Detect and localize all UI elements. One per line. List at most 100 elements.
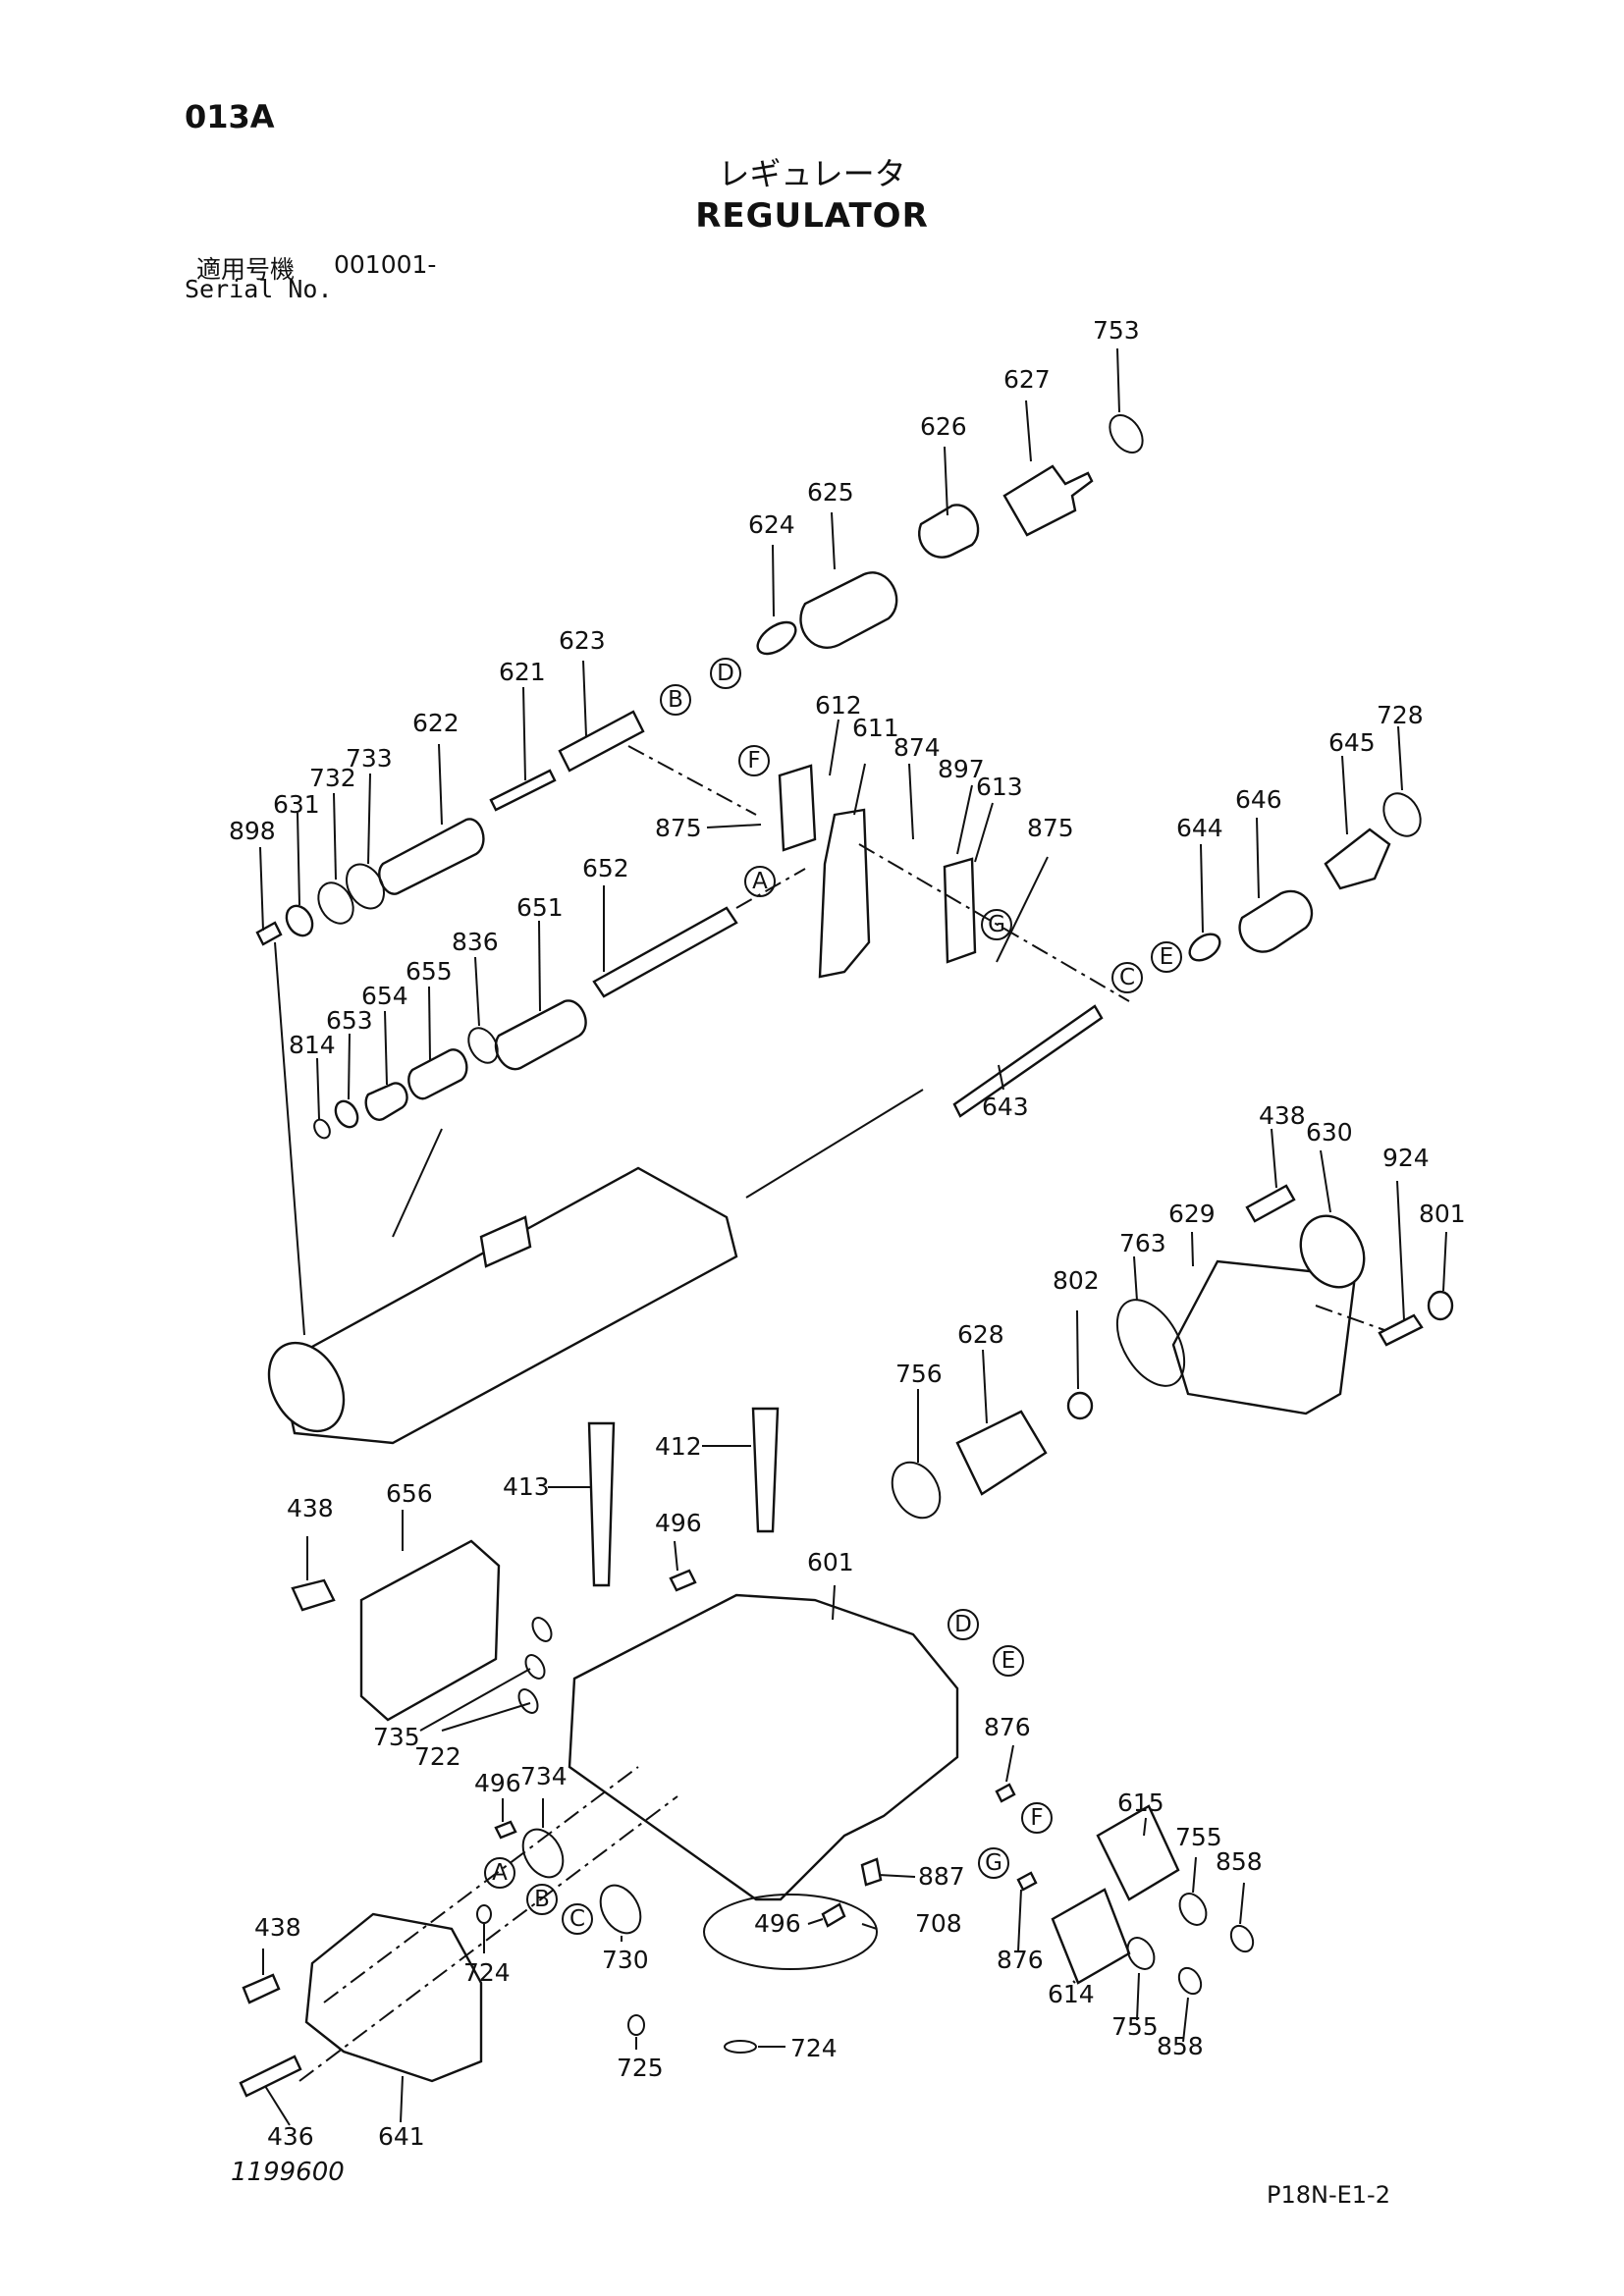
ref-letter-d-lower: D	[954, 1612, 972, 1637]
assembly-lines	[274, 745, 1385, 2082]
callout-438-top: 438	[1259, 1101, 1306, 1130]
callout-730: 730	[602, 1946, 649, 1974]
ref-letter-b-lower: B	[534, 1887, 550, 1912]
serial-label-english: Serial No.	[185, 275, 333, 303]
part-438-bolt-bottom	[242, 1973, 281, 2004]
part-858-ring-upper	[1229, 1924, 1255, 1953]
part-732-oring	[317, 881, 354, 925]
callout-644: 644	[1176, 814, 1223, 842]
page-code: 013A	[185, 98, 275, 135]
assembled-regulator-internals	[278, 1166, 738, 1445]
callout-876-lower: 876	[997, 1946, 1044, 1974]
ref-letter-g-lower: G	[985, 1850, 1002, 1876]
callout-621: 621	[499, 658, 546, 686]
part-613-plate	[943, 857, 977, 964]
callout-735: 735	[373, 1723, 420, 1751]
part-733-oring	[346, 863, 385, 910]
callout-611: 611	[852, 714, 899, 742]
callout-628: 628	[957, 1320, 1004, 1349]
callout-753: 753	[1093, 316, 1140, 345]
page-reference: P18N-E1-2	[1267, 2181, 1390, 2209]
callout-626: 626	[920, 412, 967, 441]
callout-655: 655	[406, 957, 453, 986]
part-622-sleeve	[378, 818, 485, 895]
callout-725: 725	[617, 2054, 664, 2082]
part-802-nut	[1066, 1391, 1094, 1420]
callout-724-left: 724	[463, 1958, 511, 1987]
title-english: REGULATOR	[695, 196, 929, 236]
ref-letter-a-upper: A	[752, 869, 768, 894]
assembled-sleeve-end	[267, 1341, 346, 1433]
callout-412: 412	[655, 1432, 702, 1461]
part-654-spring	[364, 1082, 408, 1121]
callout-438-left: 438	[287, 1494, 334, 1522]
part-496-plug-top	[669, 1569, 697, 1592]
callout-436: 436	[267, 2122, 314, 2151]
callout-763: 763	[1119, 1229, 1166, 1257]
callout-625: 625	[807, 478, 854, 507]
part-730-oring	[599, 1884, 642, 1935]
part-628-plug	[955, 1410, 1048, 1496]
part-644-seat	[1188, 933, 1221, 962]
callout-756: 756	[895, 1360, 943, 1388]
part-627-plug	[1002, 464, 1094, 537]
callout-801: 801	[1419, 1200, 1466, 1228]
part-612-plate	[778, 764, 817, 852]
callout-755-upper: 755	[1175, 1823, 1222, 1851]
callout-724-bottom: 724	[790, 2034, 838, 2062]
part-876-pin-upper	[995, 1783, 1016, 1803]
callout-643: 643	[982, 1093, 1029, 1121]
callout-496-left: 496	[474, 1769, 521, 1797]
part-876-pin-lower	[1016, 1871, 1038, 1892]
part-615-piston	[1096, 1804, 1180, 1901]
ref-letter-f-upper: F	[747, 748, 760, 774]
ref-letter-c-lower: C	[569, 1906, 585, 1932]
part-755-oring-upper	[1178, 1893, 1208, 1926]
part-898-pin	[255, 921, 283, 946]
part-734-oring	[521, 1828, 565, 1879]
ref-letter-d-upper: D	[717, 661, 734, 686]
ref-letter-g-upper: G	[988, 912, 1005, 937]
part-601-regulator-body	[568, 1593, 959, 1901]
callout-924: 924	[1382, 1144, 1430, 1172]
callout-630: 630	[1306, 1118, 1353, 1147]
part-412-bolt	[751, 1407, 780, 1533]
callout-802: 802	[1053, 1266, 1100, 1295]
part-629-cover	[1171, 1259, 1357, 1415]
callout-722: 722	[414, 1742, 461, 1771]
ref-letter-f-lower: F	[1030, 1805, 1043, 1831]
callout-836: 836	[452, 928, 499, 956]
callout-876-upper: 876	[984, 1713, 1031, 1741]
part-722-oring-c	[517, 1688, 539, 1714]
callout-631: 631	[273, 790, 320, 819]
part-625-spring	[799, 571, 898, 649]
part-413-bolt	[587, 1421, 616, 1587]
callout-858-lower: 858	[1157, 2032, 1204, 2060]
callout-875-right: 875	[1027, 814, 1074, 842]
callout-897: 897	[938, 755, 985, 783]
callout-624: 624	[748, 510, 795, 539]
part-763-oring	[1115, 1299, 1186, 1387]
callout-708: 708	[915, 1909, 962, 1938]
callout-733: 733	[346, 744, 393, 773]
callout-728: 728	[1377, 701, 1424, 729]
callout-numbers: 753 627 626 625 624 623 621 622 733 732 …	[229, 316, 1466, 2151]
callout-874: 874	[893, 733, 941, 762]
part-653-seat	[334, 1099, 359, 1129]
assembled-lever-plate	[479, 1215, 532, 1268]
part-728-oring	[1382, 792, 1422, 837]
callout-755-lower: 755	[1111, 2012, 1159, 2041]
part-655-spring	[407, 1048, 468, 1100]
drawing-number: 1199600	[231, 2158, 345, 2187]
title-japanese: レギュレータ	[718, 155, 906, 192]
leader-lines	[259, 347, 1447, 2126]
parts-drawing	[239, 414, 1454, 2098]
part-836-snapring	[467, 1027, 499, 1064]
callout-653: 653	[326, 1006, 373, 1035]
part-801-nut	[1427, 1290, 1454, 1321]
callout-656: 656	[386, 1479, 433, 1508]
part-652-spool	[592, 906, 738, 998]
callout-645: 645	[1328, 728, 1376, 757]
part-724-oring-left	[476, 1904, 492, 1924]
ref-letter-e-lower: E	[1001, 1648, 1016, 1674]
